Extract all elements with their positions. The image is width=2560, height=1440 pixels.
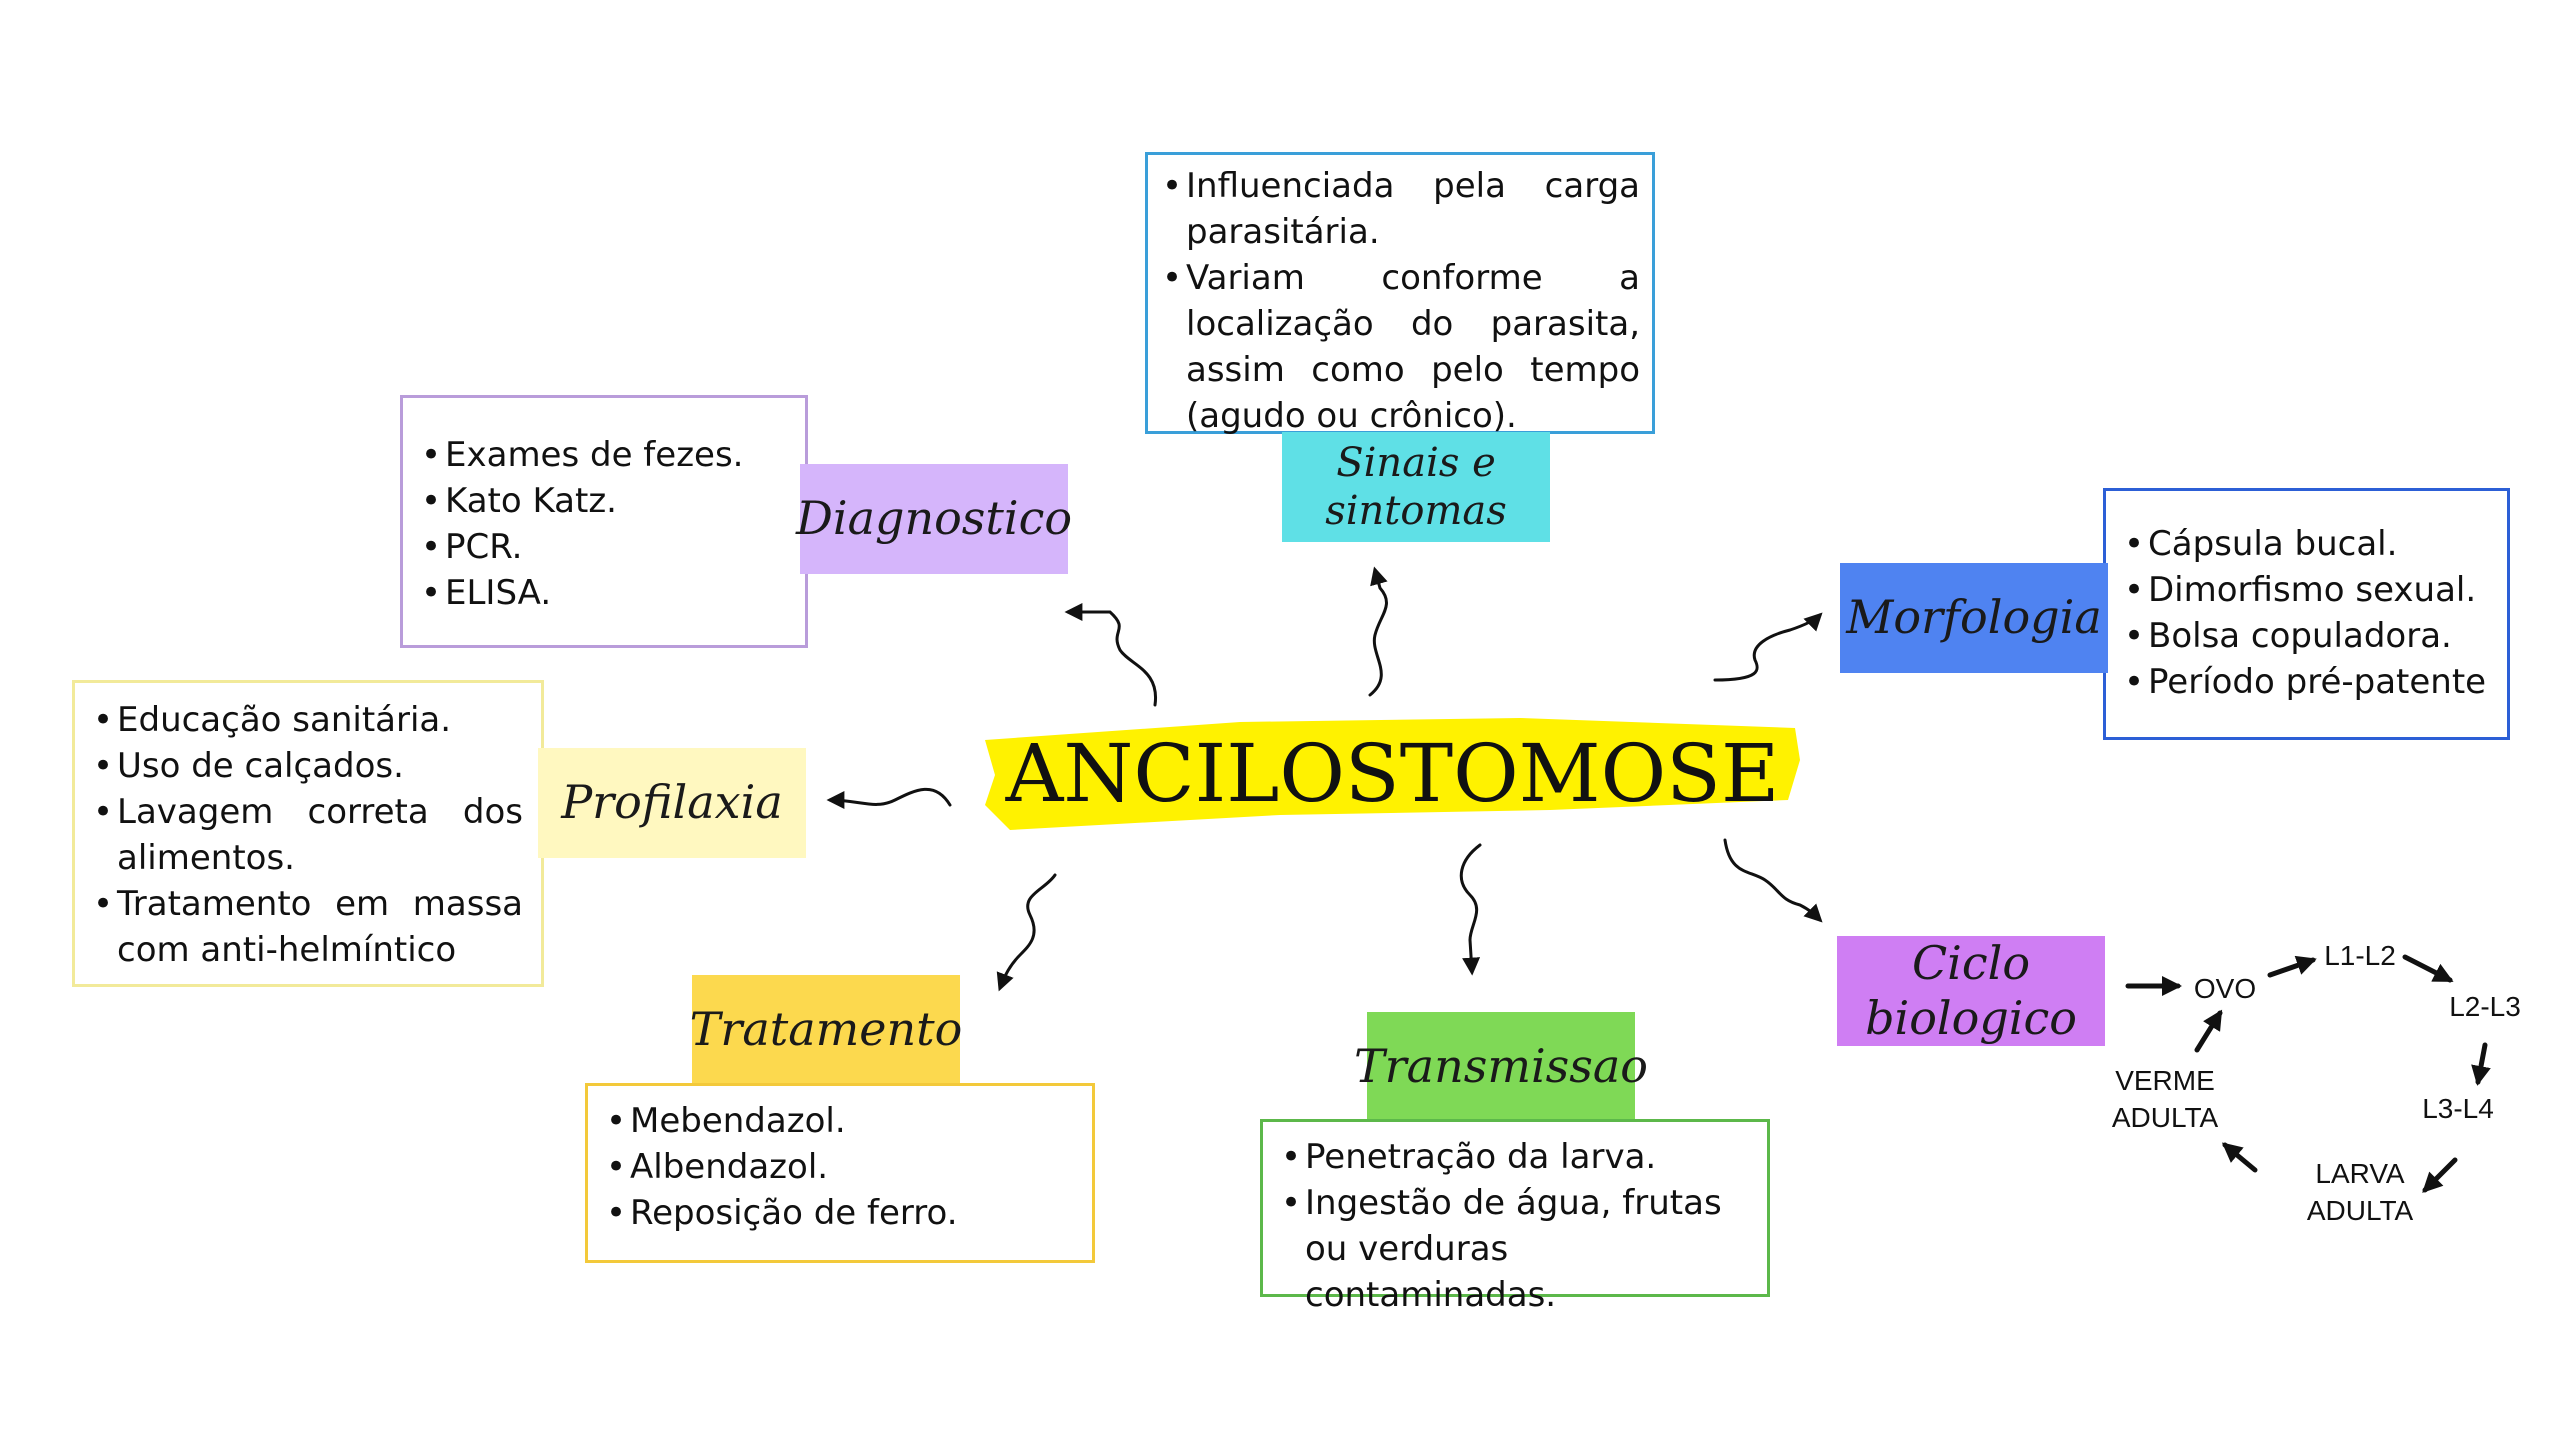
connector-diagnostico [1064,603,1158,707]
tratamento-item: Mebendazol. [606,1098,1074,1144]
diagnostico-item: PCR. [421,524,787,570]
arrow-ovo-l1l2 [2267,955,2317,978]
profilaxia-item: Tratamento em massa com anti-helmíntico [93,881,523,973]
center-title: ANCILOSTOMOSE [1005,726,1780,820]
morfologia-item: Cápsula bucal. [2124,521,2489,567]
arrow-l3l4-larva [2422,1157,2458,1193]
sinais-item: Influenciada pela carga parasitária. [1162,163,1640,255]
profilaxia-item: Educação sanitária. [93,697,523,743]
sinais-box: Influenciada pela carga parasitária. Var… [1145,152,1655,436]
diagnostico-item: ELISA. [421,570,787,616]
connector-tratamento [996,873,1057,992]
morfologia-item: Período pré-patente [2124,659,2489,705]
profilaxia-item: Lavagem correta dos alimentos. [93,789,523,881]
connector-ciclo [1723,838,1823,923]
profilaxia-label: Profilaxia [538,748,806,858]
sinais-item: Variam conforme a localização do parasit… [1162,255,1640,439]
diagnostico-box: Exames de fezes. Kato Katz. PCR. ELISA. [400,395,808,648]
tratamento-item: Reposição de ferro. [606,1190,1074,1236]
ciclo-l1l2: L1-L2 [2324,940,2396,971]
transmissao-item: Penetração da larva. [1281,1134,1749,1180]
ciclo-ovo: OVO [2193,973,2257,1004]
arrow-l1l2-l2l3 [2402,954,2454,983]
connector-transmissao [1459,843,1482,976]
transmissao-box: Penetração da larva. Ingestão de água, f… [1260,1119,1770,1315]
transmissao-item: Ingestão de água, frutas ou verduras con… [1281,1180,1749,1318]
tratamento-item: Albendazol. [606,1144,1074,1190]
connector-morfologia [1713,612,1823,682]
ciclo-l2l3: L2-L3 [2449,991,2521,1022]
connector-profilaxia [826,787,952,810]
morfologia-item: Dimorfismo sexual. [2124,567,2489,613]
arrow-verme-ovo [2194,1009,2223,1053]
profilaxia-box: Educação sanitária. Uso de calçados. Lav… [72,680,544,987]
transmissao-label: Transmissao [1354,1012,1648,1122]
morfologia-box: Cápsula bucal. Dimorfismo sexual. Bolsa … [2103,488,2510,740]
ciclo-l3l4: L3-L4 [2422,1093,2494,1124]
sinais-label: Sinais e sintomas [1282,432,1550,542]
morfologia-label: Morfologia [1840,563,2108,673]
ciclo-label: Ciclo biologico [1837,936,2105,1046]
tratamento-box: Mebendazol. Albendazol. Reposição de fer… [585,1083,1095,1263]
sinais-label-text: Sinais e sintomas [1325,440,1507,534]
profilaxia-item: Uso de calçados. [93,743,523,789]
morfologia-item: Bolsa copuladora. [2124,613,2489,659]
connector-sinais [1368,566,1388,697]
tratamento-label: Tratamento [690,975,962,1085]
ciclo-larva: LARVA ADULTA [2306,1158,2414,1226]
diagnostico-item: Exames de fezes. [421,432,787,478]
diagnostico-item: Kato Katz. [421,478,787,524]
arrow-l2l3-l3l4 [2471,1042,2491,1086]
diagnostico-label: Diagnostico [796,464,1072,574]
ciclo-verme: VERME ADULTA [2111,1065,2219,1133]
arrow-larva-verme [2221,1142,2258,1173]
